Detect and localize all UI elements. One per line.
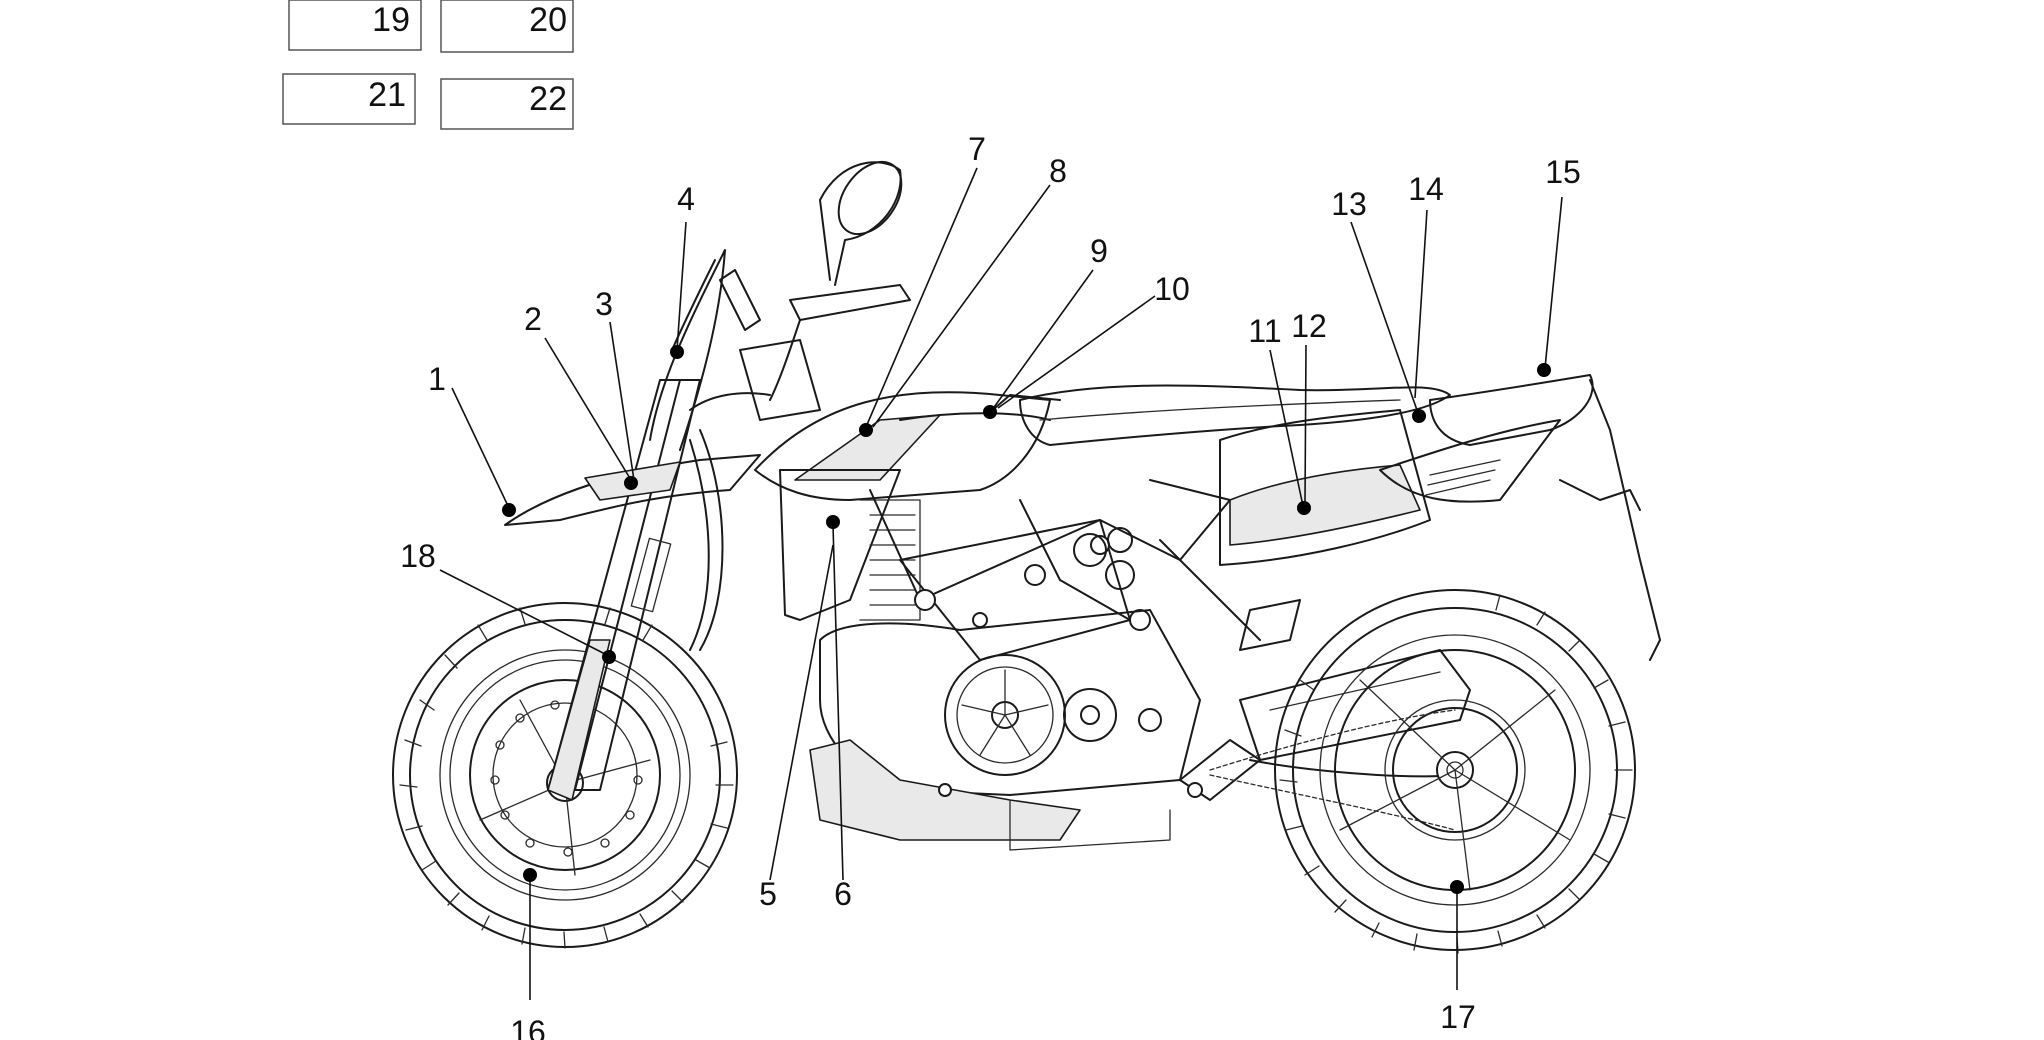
callout-6-number: 6 bbox=[834, 876, 852, 912]
callout-16: 16 bbox=[510, 868, 546, 1040]
callout-13: 13 bbox=[1331, 186, 1426, 423]
callout-6: 6 bbox=[826, 515, 852, 912]
callout-12: 12 bbox=[1291, 308, 1327, 506]
callout-15: 15 bbox=[1537, 154, 1581, 377]
handlebar-mirror bbox=[739, 160, 911, 421]
callout-10-number: 10 bbox=[1154, 271, 1190, 307]
callout-7-number: 7 bbox=[968, 131, 986, 167]
label-box-21: 21 bbox=[282, 73, 416, 125]
callout-1-number: 1 bbox=[428, 361, 446, 397]
fuel-tank bbox=[754, 391, 1061, 501]
trellis-frame bbox=[869, 479, 1261, 661]
callout-17-number: 17 bbox=[1440, 999, 1476, 1035]
callout-1: 1 bbox=[428, 361, 516, 517]
label-box-20-text: 20 bbox=[529, 1, 567, 39]
label-box-22: 22 bbox=[440, 78, 574, 130]
callout-4-number: 4 bbox=[677, 181, 695, 217]
label-box-19: 19 bbox=[288, 0, 422, 51]
front-fork bbox=[547, 379, 724, 801]
callout-7: 7 bbox=[859, 131, 986, 437]
callout-12-number: 12 bbox=[1291, 308, 1327, 344]
callout-5-number: 5 bbox=[759, 876, 777, 912]
label-box-22-text: 22 bbox=[529, 80, 567, 118]
swingarm bbox=[1239, 649, 1471, 778]
callout-13-number: 13 bbox=[1331, 186, 1367, 222]
callout-9-number: 9 bbox=[1090, 233, 1108, 269]
tail-section bbox=[1219, 374, 1661, 661]
callout-11: 11 bbox=[1248, 313, 1311, 515]
label-box-21-text: 21 bbox=[368, 76, 406, 114]
callout-18: 18 bbox=[400, 538, 616, 664]
callout-18-number: 18 bbox=[400, 538, 436, 574]
callout-9: 9 bbox=[983, 233, 1108, 419]
front-brake-disc-holes bbox=[490, 700, 643, 857]
callout-10: 10 bbox=[997, 271, 1190, 409]
callout-8-number: 8 bbox=[1049, 153, 1067, 189]
callout-3: 3 bbox=[595, 286, 635, 481]
callout-17: 17 bbox=[1440, 880, 1476, 1035]
motorcycle-drawing bbox=[392, 160, 1661, 954]
callout-2-number: 2 bbox=[524, 301, 542, 337]
callout-8: 8 bbox=[872, 153, 1067, 428]
label-box-20: 20 bbox=[440, 0, 574, 53]
front-tyre-tread bbox=[399, 607, 734, 949]
callout-14: 14 bbox=[1408, 171, 1444, 399]
callout-4: 4 bbox=[670, 181, 695, 359]
callout-16-number: 16 bbox=[510, 1014, 546, 1040]
callout-11-number: 11 bbox=[1248, 313, 1281, 349]
callouts: 1 2 3 4 5 6 7 bbox=[400, 131, 1581, 1040]
radiator-shroud bbox=[779, 469, 921, 621]
rear-wheel bbox=[1274, 589, 1636, 954]
seat bbox=[1019, 384, 1451, 446]
decal-label-boxes: 19 20 21 22 bbox=[282, 0, 574, 130]
front-wheel-spokes bbox=[479, 699, 651, 876]
label-box-19-text: 19 bbox=[372, 1, 410, 39]
callout-3-number: 3 bbox=[595, 286, 613, 322]
callout-14-number: 14 bbox=[1408, 171, 1444, 207]
drive-chain bbox=[1209, 709, 1456, 831]
callout-15-number: 15 bbox=[1545, 154, 1581, 190]
callout-5: 5 bbox=[759, 544, 834, 912]
engine bbox=[809, 527, 1201, 851]
